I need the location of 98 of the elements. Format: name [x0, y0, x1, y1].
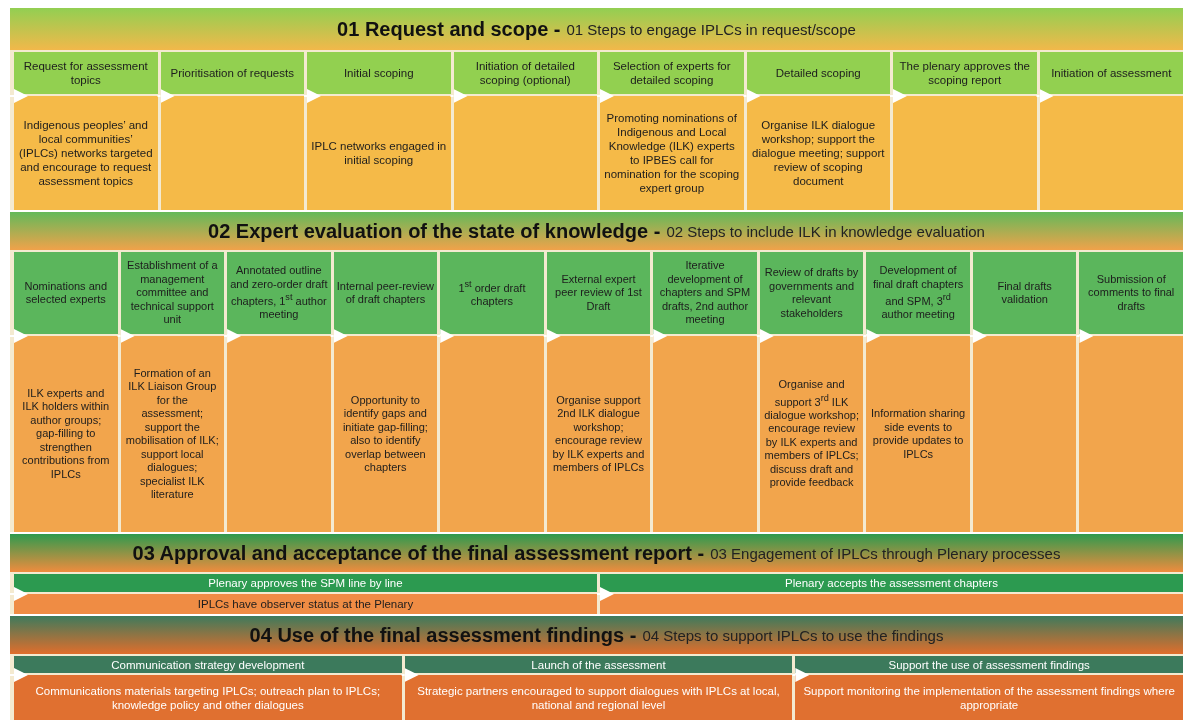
step-heading: Establishment of a management committee and technical support unit — [120, 252, 225, 336]
section-subtitle: 03 Engagement of IPLCs through Plenary processes — [710, 544, 1061, 562]
chevron-arrow — [742, 89, 761, 103]
section-title: 03 Approval and acceptance of the final assessment report - — [132, 541, 705, 565]
chevron-arrow — [755, 329, 774, 343]
step-heading: Launch of the assessment — [404, 656, 793, 675]
step-heading: Plenary accepts the assessment chapters — [600, 574, 1183, 594]
chevron-arrow — [862, 329, 881, 343]
step-description: ILK experts and ILK holders within author groups; gap-filling to strengthen contributions from IPLCs — [21, 385, 111, 482]
step-heading: External expert peer review of 1st Draft — [546, 252, 651, 336]
chevron-arrow — [9, 89, 28, 103]
chevron-arrow — [889, 89, 907, 103]
process-step-card — [14, 252, 118, 532]
process-step-card — [746, 52, 890, 210]
process-step-card — [1039, 52, 1183, 210]
chevron-arrow — [436, 329, 455, 343]
chevron-arrow — [596, 587, 614, 601]
step-description: Strategic partners encouraged to support dialogues with IPLCs at local, national and regional level — [416, 683, 781, 713]
step-heading: Nominations and selected experts — [14, 252, 118, 336]
chevron-arrow — [223, 329, 242, 343]
chevron-arrow — [649, 329, 668, 343]
step-heading: Plenary approves the SPM line by line — [14, 574, 597, 594]
step-heading: Prioritisation of requests — [160, 52, 304, 96]
process-step-card — [120, 252, 225, 532]
section-subtitle: 02 Steps to include ILK in knowledge evaluation — [666, 222, 985, 240]
process-step-card — [893, 52, 1037, 210]
step-description: Formation of an ILK Liaison Group for the assessment; support the mobilisation of ILK; support local dialogues; specialist ILK literature — [124, 365, 220, 502]
step-description: IPLC networks engaged in initial scoping — [310, 139, 448, 168]
step-heading: Initiation of detailed scoping (optional) — [453, 52, 597, 96]
process-step-card — [972, 252, 1077, 532]
section-subtitle: 04 Steps to support IPLCs to use the findings — [642, 626, 944, 644]
process-step-card — [600, 52, 744, 210]
process-step-card — [160, 52, 304, 210]
step-heading: Iterative development of chapters and SPM drafts, 2nd author meeting — [653, 252, 757, 336]
step-description: Organise ILK dialogue workshop; support the dialogue meeting; support review of scoping document — [751, 118, 886, 189]
process-step-card — [307, 52, 451, 210]
section-panel — [10, 212, 1183, 532]
process-step-card — [453, 52, 597, 210]
step-heading: The plenary approves the scoping report — [893, 52, 1037, 96]
step-description: IPLCs have observer status at the Plenary — [196, 597, 415, 612]
process-step-card — [227, 252, 331, 532]
step-heading: Detailed scoping — [746, 52, 890, 96]
chevron-arrow — [156, 89, 175, 103]
chevron-arrow — [968, 329, 987, 343]
step-heading: Annotated outline and zero-order draft chapters, 1$^{st}$ author meeting — [227, 252, 331, 336]
process-step-card — [866, 252, 970, 532]
step-description: Promoting nominations of Indigenous and Local Knowledge (ILK) experts to IPBES call for nomination for the scoping expert group — [603, 111, 741, 196]
step-heading: Request for assessment topics — [14, 52, 158, 96]
chevron-arrow — [303, 89, 321, 103]
step-description: Organise support 2nd ILK dialogue workshop; encourage review by ILK experts and members of IPLCs — [551, 392, 646, 475]
chevron-arrow — [791, 668, 810, 682]
chevron-arrow — [1035, 89, 1054, 103]
step-heading: Final drafts validation — [972, 252, 1077, 336]
section-panel — [10, 534, 1183, 614]
step-heading: Support the use of assessment findings — [795, 656, 1183, 675]
step-description: Indigenous peoples’ and local communities’ (IPLCs) networks targeted and encourage to request assessment topics — [17, 118, 154, 189]
process-step-card — [759, 252, 864, 532]
chevron-arrow — [329, 329, 348, 343]
chevron-arrow — [9, 587, 28, 601]
process-step-card — [653, 252, 757, 532]
chevron-arrow — [542, 329, 561, 343]
process-step-card — [14, 574, 597, 614]
step-heading: Communication strategy development — [14, 656, 402, 675]
chevron-arrow — [1075, 329, 1094, 343]
section-title: 01 Request and scope - — [337, 17, 561, 41]
section-panel — [10, 8, 1183, 210]
step-description: Communications materials targeting IPLCs; outreach plan to IPLCs; knowledge policy and other dialogues — [34, 683, 382, 713]
process-step-card — [1079, 252, 1183, 532]
chevron-arrow — [116, 329, 135, 343]
process-step-card — [404, 656, 793, 720]
chevron-arrow — [9, 668, 28, 682]
chevron-arrow — [9, 329, 28, 343]
step-heading: Initiation of assessment — [1039, 52, 1183, 96]
process-step-card — [546, 252, 651, 532]
process-step-card — [14, 656, 402, 720]
process-step-card — [795, 656, 1183, 720]
process-step-card — [333, 252, 438, 532]
step-description: Organise and support 3$^{rd}$ ILK dialogue workshop; encourage review by ILK experts and members of IPLCs; discuss draft and provide feedback — [763, 377, 860, 491]
process-step-card — [600, 574, 1183, 614]
process-step-card — [440, 252, 544, 532]
chevron-arrow — [449, 89, 468, 103]
step-heading: Selection of experts for detailed scoping — [600, 52, 744, 96]
section-title: 04 Use of the final assessment findings - — [249, 623, 637, 647]
step-heading: Initial scoping — [307, 52, 451, 96]
step-description: Information sharing side events to provide updates to IPLCs — [870, 406, 967, 462]
step-heading: Internal peer-review of draft chapters — [333, 252, 438, 336]
section-title: 02 Expert evaluation of the state of knowledge - — [208, 219, 661, 243]
chevron-arrow — [596, 89, 614, 103]
step-heading: Review of drafts by governments and relevant stakeholders — [759, 252, 864, 336]
section-panel — [10, 616, 1183, 720]
process-step-card — [14, 52, 158, 210]
step-description: Support monitoring the implementation of the assessment findings where appropriate — [802, 683, 1176, 713]
step-heading: 1$^{st}$ order draft chapters — [440, 252, 544, 336]
step-heading: Development of final draft chapters and SPM, 3$^{rd}$ author meeting — [866, 252, 970, 336]
chevron-arrow — [400, 668, 419, 682]
step-description: Opportunity to identify gaps and initiate gap-filling; also to identify overlap between chapters — [341, 392, 429, 475]
section-subtitle: 01 Steps to engage IPLCs in request/scope — [566, 20, 856, 38]
step-heading: Submission of comments to final drafts — [1079, 252, 1183, 336]
